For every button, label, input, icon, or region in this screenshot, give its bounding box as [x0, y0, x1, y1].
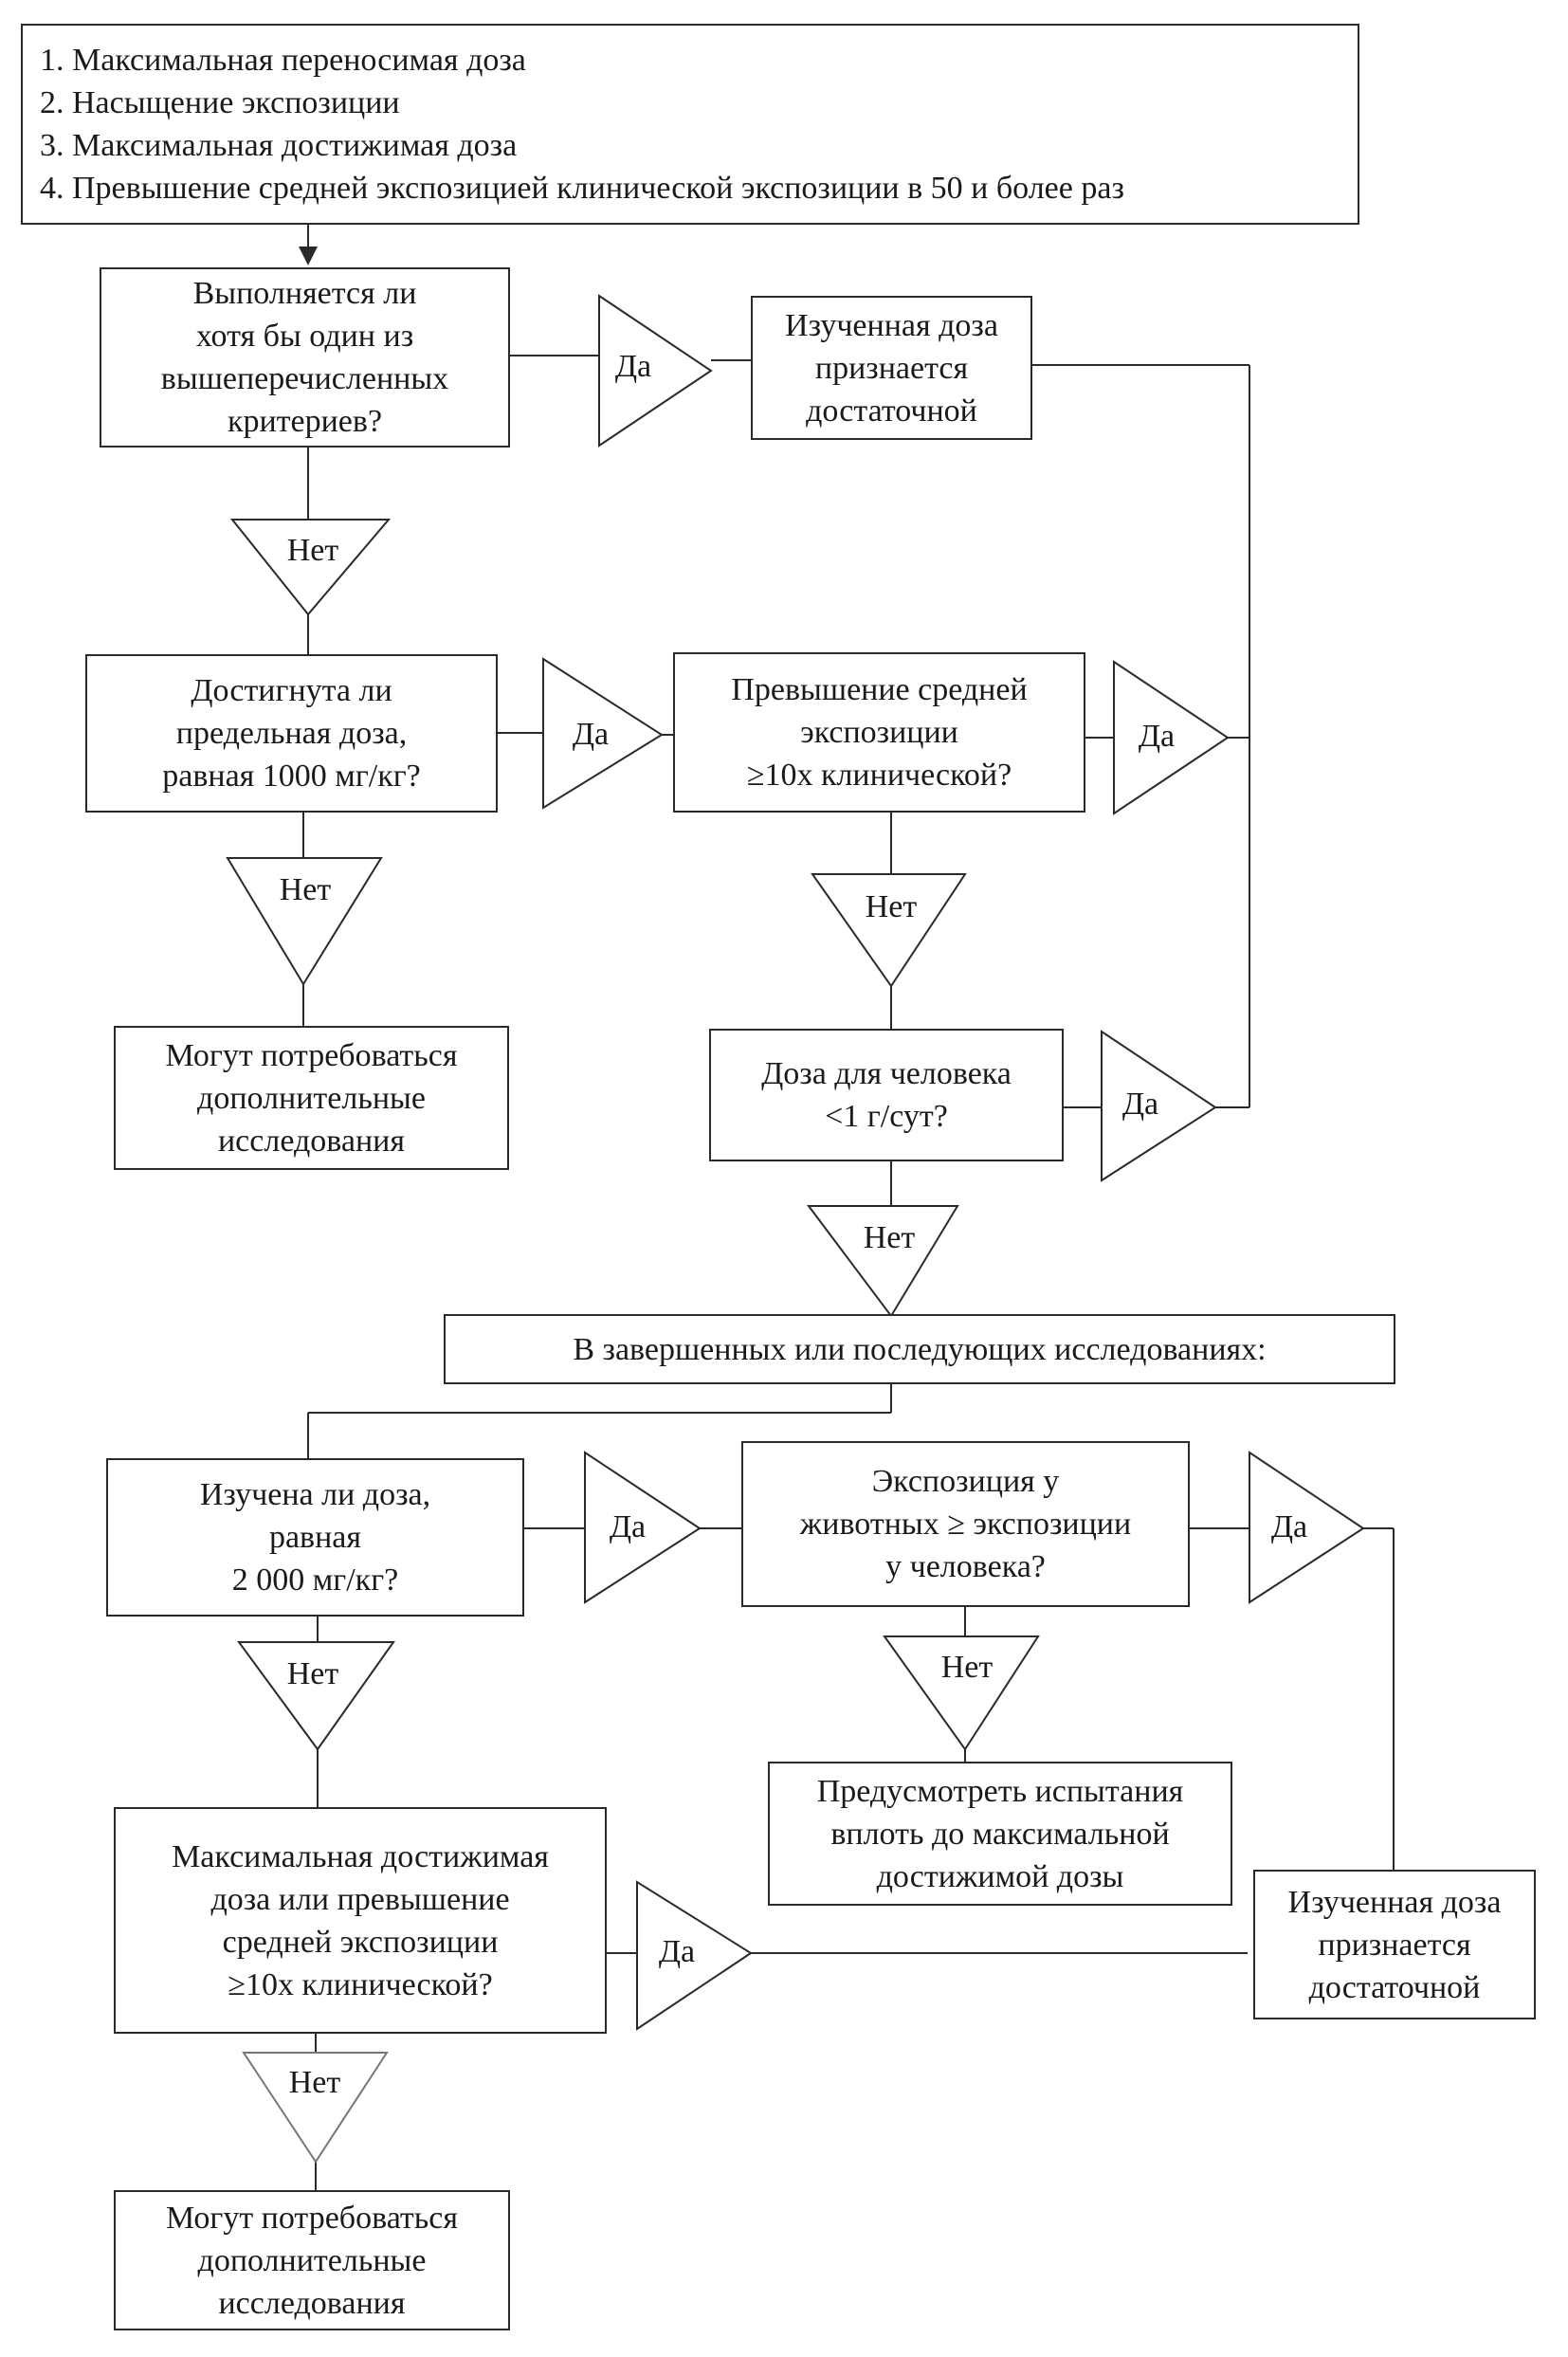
yes-triangle-1	[598, 294, 713, 448]
question-human-dose: Доза для человека <1 г/сут?	[709, 1029, 1064, 1161]
additional-studies-box-2: Могут потребоваться дополнительные иссле…	[114, 2190, 510, 2330]
completed-studies-box: В завершенных или последующих исследован…	[444, 1314, 1395, 1384]
yes-label-2: Да	[572, 717, 610, 752]
question-exposure-10x-1: Превышение средней экспозиции ≥10х клини…	[673, 652, 1085, 813]
question-dose-2000: Изучена ли доза, равная 2 000 мг/кг?	[106, 1458, 524, 1617]
criterion-4: 4. Превышение средней экспозицией клинич…	[40, 171, 1124, 206]
no-triangle-2	[226, 857, 383, 986]
no-triangle-3	[811, 873, 967, 988]
yes-triangle-6	[1249, 1451, 1365, 1604]
question-max-feasible-dose: Максимальная достижимая доза или превыше…	[114, 1807, 607, 2034]
no-label-1: Нет	[286, 533, 339, 568]
no-triangle-7	[242, 2052, 389, 2164]
yes-triangle-7	[636, 1880, 753, 2031]
provide-tests-box: Предусмотреть испытания вплоть до максим…	[768, 1762, 1232, 1906]
question-animal-exposure: Экспозиция у животных ≥ экспозиции у чел…	[741, 1441, 1190, 1607]
additional-studies-box-1: Могут потребоваться дополнительные иссле…	[114, 1026, 509, 1170]
criterion-3: 3. Максимальная достижимая доза	[40, 128, 518, 163]
dose-accepted-box-2: Изученная доза признается достаточной	[1253, 1870, 1536, 2019]
dose-accepted-box-1: Изученная доза признается достаточной	[751, 296, 1032, 440]
no-label-7: Нет	[288, 2065, 341, 2100]
yes-triangle-5	[584, 1451, 702, 1604]
no-label-2: Нет	[279, 872, 332, 907]
no-label-4: Нет	[863, 1220, 916, 1255]
no-triangle-6	[883, 1635, 1040, 1751]
no-triangle-4	[807, 1205, 959, 1318]
no-label-6: Нет	[940, 1650, 994, 1685]
yes-label-6: Да	[1270, 1509, 1308, 1544]
yes-label-1: Да	[614, 349, 652, 384]
no-triangle-1	[229, 519, 392, 616]
yes-label-4: Да	[1121, 1087, 1159, 1122]
yes-label-5: Да	[609, 1509, 647, 1544]
question-criteria-met: Выполняется ли хотя бы один из вышепереч…	[100, 267, 510, 448]
no-label-3: Нет	[865, 889, 918, 924]
question-limit-dose-1000: Достигнута ли предельная доза, равная 10…	[85, 654, 498, 813]
yes-triangle-4	[1101, 1030, 1217, 1182]
no-label-5: Нет	[286, 1656, 339, 1691]
criteria-box: 1. Максимальная переносимая доза 2. Насы…	[21, 24, 1359, 225]
no-triangle-5	[237, 1641, 395, 1751]
criterion-1: 1. Максимальная переносимая доза	[40, 43, 526, 78]
yes-triangle-3	[1113, 660, 1230, 815]
criterion-2: 2. Насыщение экспозиции	[40, 85, 400, 120]
yes-label-3: Да	[1138, 719, 1176, 754]
yes-label-7: Да	[658, 1934, 696, 1969]
yes-triangle-2	[542, 657, 664, 810]
